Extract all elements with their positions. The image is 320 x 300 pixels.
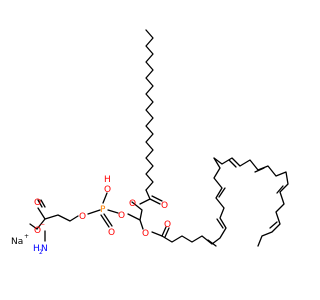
atom-p-phosphate: P <box>100 205 106 215</box>
bond-serine-co-double <box>37 199 46 208</box>
atom-o-phosphate-glycerol: O <box>118 211 125 221</box>
bond-p-o-glycerol <box>107 209 119 214</box>
structure-canvas: Na + O − O N H 2 O P O H O O O O O O <box>11 29 289 256</box>
bond-sn1-ester <box>139 189 151 205</box>
bond-serine-backbone <box>44 214 79 222</box>
bond-stearoyl-chain <box>145 29 154 191</box>
bond-dha-double-7 <box>269 221 278 229</box>
bond-dha-double-6 <box>276 185 284 194</box>
atom-o-carboxylate-charge: − <box>40 221 45 228</box>
atom-o-carbonyl-sn2: O <box>164 220 171 230</box>
bond-dha-double-5 <box>254 167 265 173</box>
bond-glycerol-sn2 <box>139 219 144 230</box>
atom-o-phosphate-double: O <box>108 228 115 238</box>
bond-dha-double-3 <box>218 187 226 198</box>
bond-dha-double-1 <box>207 239 217 247</box>
bond-p-o-double <box>100 213 113 228</box>
bond-dha-chain-a <box>161 157 227 245</box>
atom-n-amine: N <box>41 244 48 254</box>
bond-p-oh <box>102 192 108 204</box>
bond-sn2-ester <box>151 231 163 237</box>
atom-o-serine-ester: O <box>79 212 86 222</box>
bond-sn2-carbonyl <box>161 226 170 238</box>
atom-o-ester-sn1: O <box>129 199 136 209</box>
atom-layer: Na + O − O N H 2 O P O H O O O O O O <box>11 175 171 256</box>
atom-o-phosphate-hydroxyl: O <box>104 185 111 195</box>
bond-dha-chain-b <box>213 157 289 247</box>
atom-h-phosphate-hydroxyl: H <box>104 175 111 185</box>
bond-layer <box>29 29 289 247</box>
bond-glycerol <box>127 201 143 221</box>
atom-h-amine-sub: 2 <box>39 249 43 256</box>
atom-na: Na <box>11 237 23 247</box>
bond-serine-co-single <box>29 223 38 230</box>
bond-sn1-carbonyl <box>149 195 163 205</box>
bond-dha-double-4 <box>228 159 237 168</box>
atom-o-carbonyl-sn1: O <box>161 201 168 211</box>
atom-na-charge: + <box>24 233 29 240</box>
bond-ester-p <box>87 209 101 215</box>
atom-o-carboxylate: O <box>34 226 41 236</box>
atom-h-amine: H <box>33 244 40 254</box>
atom-o-carbonyl-serine: O <box>34 198 41 208</box>
molecule-structure: Na + O − O N H 2 O P O H O O O O O O <box>11 29 289 256</box>
atom-o-ester-sn2: O <box>142 229 149 239</box>
bond-dha-double-2 <box>216 218 224 229</box>
